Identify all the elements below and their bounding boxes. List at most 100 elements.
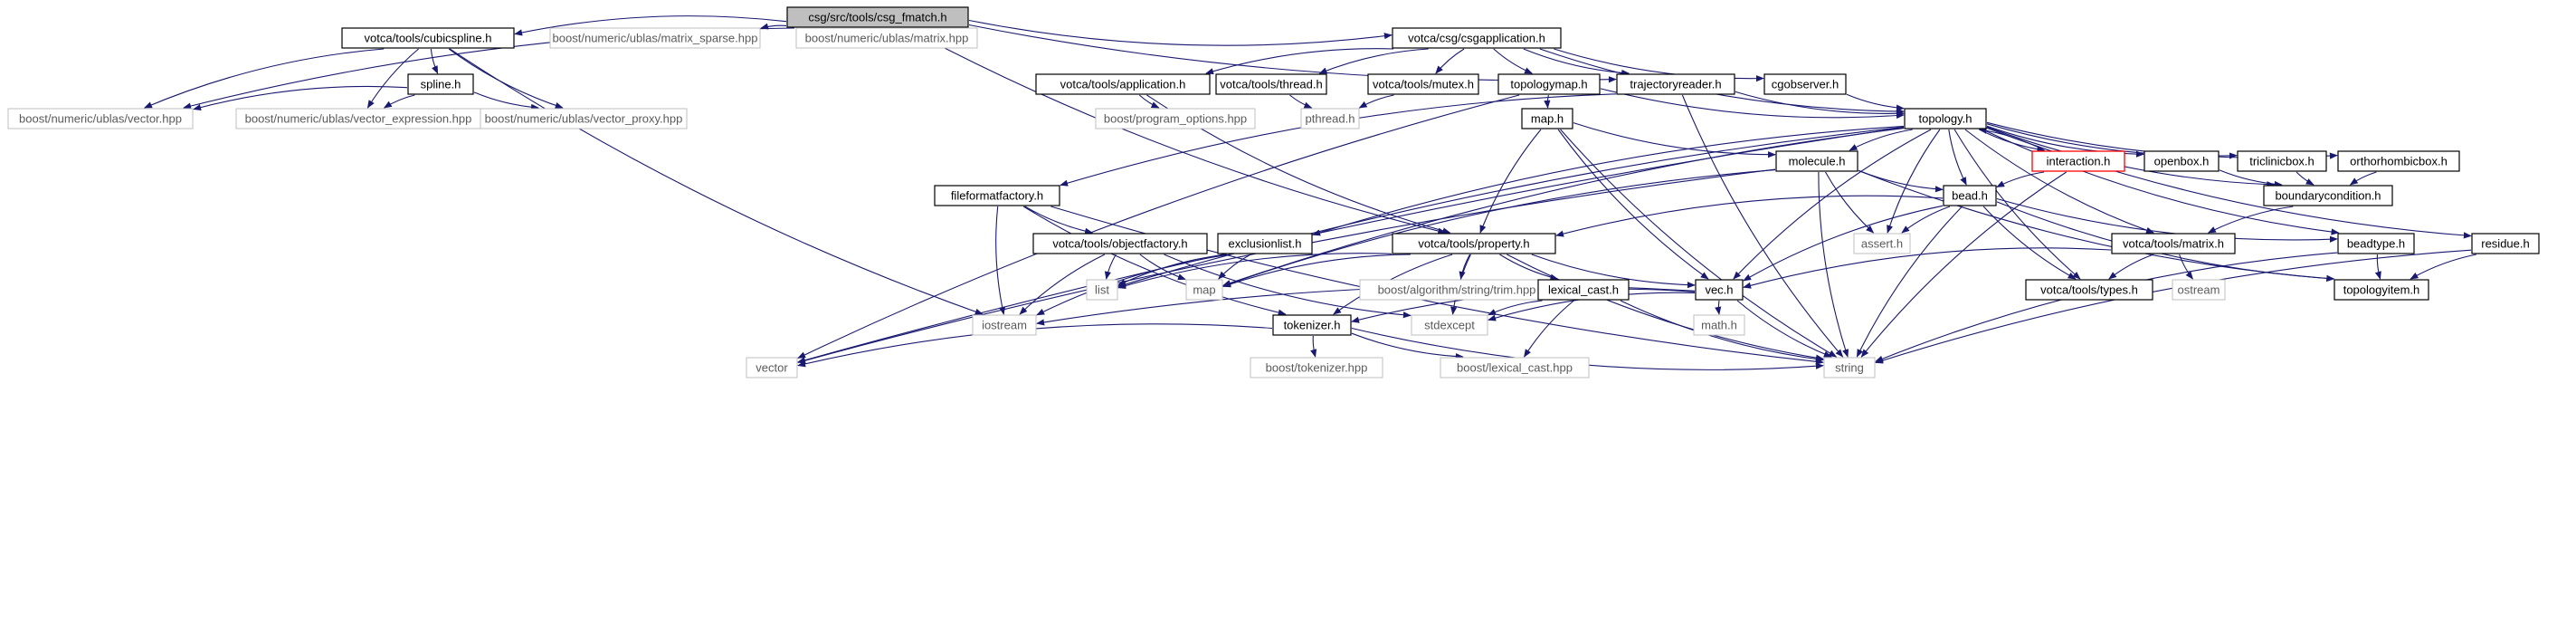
node-label: triclinicbox.h bbox=[2249, 155, 2315, 168]
node-label: iostream bbox=[982, 319, 1027, 332]
node-ostream: ostream bbox=[2172, 279, 2226, 301]
edge-tokenizer-to-boost_tokenizer bbox=[1310, 335, 1317, 358]
node-vector_hpp: boost/numeric/ublas/vector.hpp bbox=[7, 108, 194, 129]
node-types[interactable]: votca/tools/types.h bbox=[2025, 279, 2153, 301]
node-box bbox=[1521, 108, 1573, 129]
node-fileformatfactory[interactable]: fileformatfactory.h bbox=[934, 185, 1060, 206]
edge-residue-to-topologyitem bbox=[2410, 254, 2476, 280]
node-property[interactable]: votca/tools/property.h bbox=[1392, 233, 1556, 254]
edge-lexical_cast_h-to-string bbox=[1620, 300, 1824, 363]
node-box bbox=[1217, 233, 1313, 254]
node-label: openbox.h bbox=[2154, 155, 2210, 168]
node-box bbox=[786, 6, 969, 28]
node-orthorhombicbox[interactable]: orthorhombicbox.h bbox=[2337, 150, 2460, 172]
node-spline[interactable]: spline.h bbox=[407, 73, 474, 95]
node-interaction[interactable]: interaction.h bbox=[2031, 150, 2125, 172]
node-label: boost/algorithm/string/trim.hpp bbox=[1378, 283, 1536, 297]
node-box bbox=[1823, 357, 1876, 378]
node-label: vec.h bbox=[1705, 283, 1733, 297]
node-tokenizer[interactable]: tokenizer.h bbox=[1272, 314, 1352, 336]
edge-root-to-csgapplication bbox=[968, 19, 1393, 46]
node-label: residue.h bbox=[2481, 237, 2529, 251]
node-box bbox=[2031, 150, 2125, 172]
node-box bbox=[2237, 150, 2327, 172]
node-box bbox=[1035, 73, 1211, 95]
node-triclinicbox[interactable]: triclinicbox.h bbox=[2237, 150, 2327, 172]
node-program_options: boost/program_options.hpp bbox=[1095, 108, 1256, 129]
node-mutex[interactable]: votca/tools/mutex.h bbox=[1367, 73, 1479, 95]
node-objectfactory[interactable]: votca/tools/objectfactory.h bbox=[1032, 233, 1208, 254]
node-beadtype[interactable]: beadtype.h bbox=[2337, 233, 2415, 254]
node-cubicspline[interactable]: votca/tools/cubicspline.h bbox=[341, 27, 515, 49]
edge-openbox-to-boundarycondition bbox=[2219, 169, 2283, 188]
edge-lexical_cast_h-to-boost_lexical_cast bbox=[1524, 300, 1574, 358]
edge-bead-to-types bbox=[1982, 206, 2077, 280]
edge-objectfactory-to-iostream bbox=[1019, 254, 1106, 315]
node-label: votca/tools/mutex.h bbox=[1373, 78, 1474, 91]
node-csgapplication[interactable]: votca/csg/csgapplication.h bbox=[1392, 27, 1562, 49]
node-label: boost/numeric/ublas/vector.hpp bbox=[19, 112, 182, 126]
node-label: map.h bbox=[1531, 112, 1564, 126]
node-vec[interactable]: vec.h bbox=[1695, 279, 1744, 301]
node-label: boost/numeric/ublas/vector_expression.hp… bbox=[245, 112, 472, 126]
edge-cubicspline-to-vector_hpp bbox=[143, 48, 385, 109]
node-label: cgobserver.h bbox=[1772, 78, 1839, 91]
node-label: interaction.h bbox=[2047, 155, 2111, 168]
node-label: stdexcept bbox=[1424, 319, 1475, 332]
node-box bbox=[341, 27, 515, 49]
edge-beadtype-to-topologyitem bbox=[2374, 254, 2381, 280]
node-cgobserver[interactable]: cgobserver.h bbox=[1763, 73, 1847, 95]
node-box bbox=[1392, 27, 1562, 49]
edge-matrix_h-to-vec bbox=[1743, 247, 2112, 289]
node-label: tokenizer.h bbox=[1284, 319, 1341, 332]
node-box bbox=[1272, 314, 1352, 336]
node-molecule[interactable]: molecule.h bbox=[1775, 150, 1858, 172]
node-map_h[interactable]: map.h bbox=[1521, 108, 1573, 129]
edge-molecule-to-string bbox=[1818, 171, 1849, 358]
node-box bbox=[2337, 150, 2460, 172]
edge-topology-to-boundarycondition bbox=[1986, 126, 2276, 188]
node-topology[interactable]: topology.h bbox=[1904, 108, 1987, 129]
edge-objectfactory-to-stdexcept bbox=[1164, 254, 1412, 319]
node-string: string bbox=[1823, 357, 1876, 378]
edge-topology-to-exclusionlist bbox=[1312, 125, 1905, 236]
node-openbox[interactable]: openbox.h bbox=[2143, 150, 2220, 172]
node-boundarycondition[interactable]: boundarycondition.h bbox=[2263, 185, 2393, 206]
node-label: votca/tools/thread.h bbox=[1220, 78, 1322, 91]
node-lexical_cast_h[interactable]: lexical_cast.h bbox=[1537, 279, 1630, 301]
edge-topology-to-bead bbox=[1948, 129, 1967, 186]
edge-mutex-to-pthread bbox=[1358, 94, 1394, 109]
edge-triclinicbox-to-boundarycondition bbox=[2296, 171, 2315, 186]
edge-tokenizer-to-boost_lexical_cast bbox=[1351, 332, 1464, 360]
node-label: boost/program_options.hpp bbox=[1104, 112, 1247, 126]
node-boost_tokenizer: boost/tokenizer.hpp bbox=[1250, 357, 1383, 378]
dependency-nodes: csg/src/tools/csg_fmatch.h votca/tools/cu… bbox=[7, 6, 2540, 378]
node-application[interactable]: votca/tools/application.h bbox=[1035, 73, 1211, 95]
node-box bbox=[746, 357, 798, 378]
edge-molecule-to-assert bbox=[1825, 171, 1875, 234]
node-trajectoryreader[interactable]: trajectoryreader.h bbox=[1616, 73, 1735, 95]
node-topologyitem[interactable]: topologyitem.h bbox=[2334, 279, 2429, 301]
node-matrix_sparse: boost/numeric/ublas/matrix_sparse.hpp bbox=[549, 27, 761, 49]
edge-orthorhombicbox-to-boundarycondition bbox=[2349, 171, 2377, 186]
node-box bbox=[1392, 233, 1556, 254]
node-exclusionlist[interactable]: exclusionlist.h bbox=[1217, 233, 1313, 254]
node-residue[interactable]: residue.h bbox=[2471, 233, 2540, 254]
node-label: molecule.h bbox=[1789, 155, 1846, 168]
node-box bbox=[7, 108, 194, 129]
node-box bbox=[2337, 233, 2415, 254]
edge-topologymap-to-map_h bbox=[1544, 94, 1551, 109]
node-thread[interactable]: votca/tools/thread.h bbox=[1215, 73, 1327, 95]
node-box bbox=[2172, 279, 2226, 301]
edge-application-to-program_options bbox=[1138, 94, 1160, 109]
node-topologymap[interactable]: topologymap.h bbox=[1497, 73, 1601, 95]
node-box bbox=[1943, 185, 1997, 206]
node-root[interactable]: csg/src/tools/csg_fmatch.h bbox=[786, 6, 969, 28]
edge-vec-to-math bbox=[1715, 300, 1722, 315]
edge-cubicspline-to-vector_expression bbox=[366, 48, 419, 109]
node-bead[interactable]: bead.h bbox=[1943, 185, 1997, 206]
edge-map_h-to-vec bbox=[1557, 129, 1709, 280]
node-matrix_h[interactable]: votca/tools/matrix.h bbox=[2111, 233, 2236, 254]
node-box bbox=[1300, 108, 1360, 129]
node-label: votca/tools/objectfactory.h bbox=[1052, 237, 1187, 251]
